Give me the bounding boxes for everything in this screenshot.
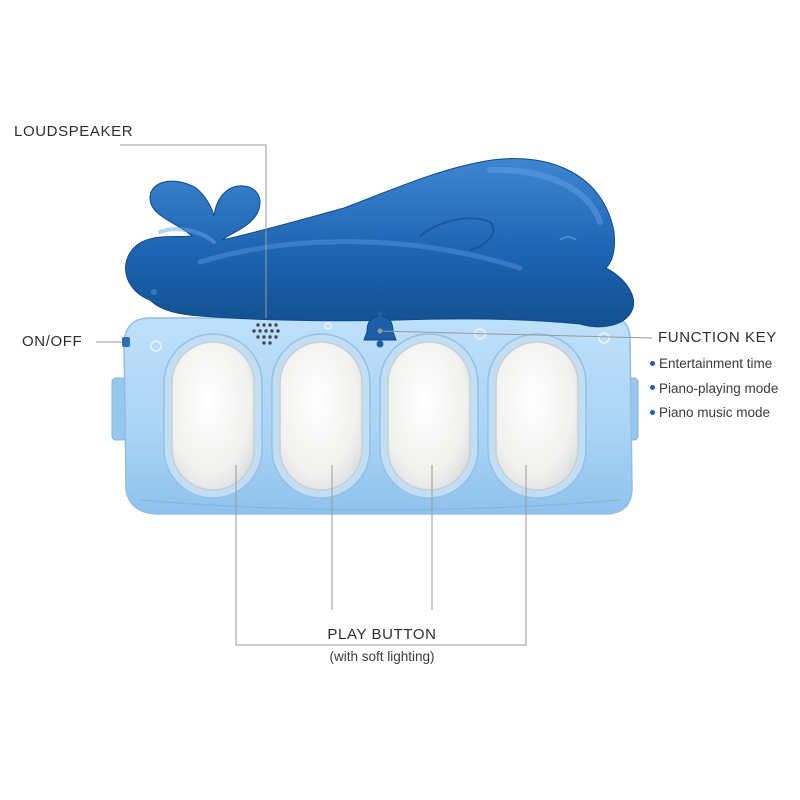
- bullet-dot-icon: [650, 385, 655, 391]
- whale-figure: [125, 158, 635, 328]
- speaker-holes-icon: [252, 323, 280, 345]
- mode-item: Piano-playing mode: [650, 380, 778, 405]
- loudspeaker-label: LOUDSPEAKER: [14, 123, 134, 140]
- function-mode-list: Entertainment time Piano-playing mode Pi…: [650, 355, 778, 429]
- play-button-3[interactable]: [387, 341, 471, 491]
- play-button-2[interactable]: [279, 341, 363, 491]
- bullet-dot-icon: [650, 360, 655, 366]
- play-button-4[interactable]: [495, 341, 579, 491]
- bullet-dot-icon: [650, 409, 655, 415]
- mode-item: Piano music mode: [650, 404, 778, 429]
- play-button-1[interactable]: [171, 341, 255, 491]
- play-button-note: (with soft lighting): [329, 649, 435, 664]
- bell-icon[interactable]: [363, 311, 397, 348]
- mode-item: Entertainment time: [650, 355, 778, 380]
- on-off-switch[interactable]: [122, 337, 130, 347]
- on-off-label: ON/OFF: [22, 333, 83, 350]
- play-button-label: PLAY BUTTON: [327, 626, 437, 643]
- leader-lines: [96, 144, 653, 646]
- function-key-label: FUNCTION KEY: [658, 329, 777, 346]
